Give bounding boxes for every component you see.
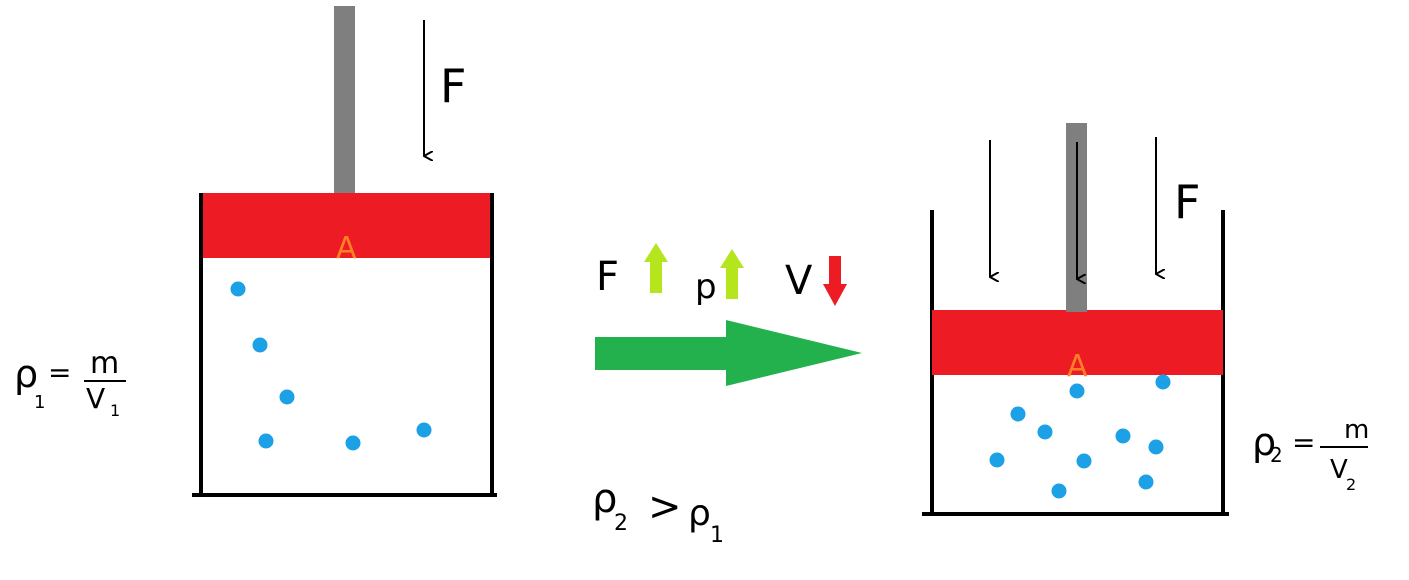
particle xyxy=(1155,374,1171,390)
left-gas-particles xyxy=(230,281,432,451)
particle xyxy=(1148,439,1164,455)
right-denominator-sub: 2 xyxy=(1346,475,1356,494)
left-cylinder-walls xyxy=(192,193,497,497)
left-force-label: F xyxy=(440,59,466,113)
particle xyxy=(989,452,1005,468)
particle xyxy=(416,422,432,438)
particle xyxy=(1138,474,1154,490)
particle xyxy=(279,389,295,405)
left-equals: = xyxy=(48,356,71,389)
density-comparison: ρ 2 > ρ 1 xyxy=(592,476,724,548)
left-piston-rod xyxy=(334,6,355,196)
particle xyxy=(1076,453,1092,469)
right-piston-label: A xyxy=(1067,349,1088,384)
left-rho-sub: 1 xyxy=(34,392,45,413)
particle xyxy=(258,433,274,449)
right-piston xyxy=(932,310,1223,375)
right-gas-particles xyxy=(989,374,1171,499)
comparison-lhs: ρ xyxy=(592,476,617,522)
change-indicators: F p V xyxy=(596,243,847,307)
right-equals: = xyxy=(1292,426,1315,459)
process-arrow-icon xyxy=(595,320,862,386)
right-force-label: F xyxy=(1174,175,1200,229)
indicator-symbol-volume: V xyxy=(785,258,813,304)
particle xyxy=(1115,428,1131,444)
particle xyxy=(252,337,268,353)
right-denominator: V xyxy=(1330,455,1348,485)
indicator-symbol-force: F xyxy=(596,254,619,300)
left-rho: ρ xyxy=(14,352,38,396)
comparison-lhs-sub: 2 xyxy=(614,511,628,536)
left-piston-label: A xyxy=(336,231,357,266)
particle xyxy=(1037,424,1053,440)
pressure-up-arrow-icon xyxy=(720,249,744,299)
particle xyxy=(1010,406,1026,422)
left-piston xyxy=(201,193,492,258)
force-up-arrow-icon xyxy=(644,243,668,293)
comparison-operator: > xyxy=(648,484,682,530)
right-cylinder: A F xyxy=(922,123,1229,516)
left-cylinder: A F xyxy=(192,6,497,497)
right-rho: ρ xyxy=(1252,420,1276,464)
left-numerator: m xyxy=(90,346,119,381)
indicator-symbol-pressure: p xyxy=(695,267,717,307)
comparison-rhs: ρ xyxy=(688,493,711,534)
particle xyxy=(1069,383,1085,399)
right-density-formula: ρ 2 = m V 2 xyxy=(1252,415,1369,494)
particle xyxy=(230,281,246,297)
left-density-formula: ρ 1 = m V 1 xyxy=(14,346,126,420)
right-numerator: m xyxy=(1344,415,1369,445)
left-denominator-sub: 1 xyxy=(110,401,120,420)
right-rho-sub: 2 xyxy=(1270,443,1283,467)
volume-down-arrow-icon xyxy=(823,256,847,306)
particle xyxy=(345,435,361,451)
comparison-rhs-sub: 1 xyxy=(710,523,724,548)
particle xyxy=(1051,483,1067,499)
left-denominator: V xyxy=(86,382,105,415)
